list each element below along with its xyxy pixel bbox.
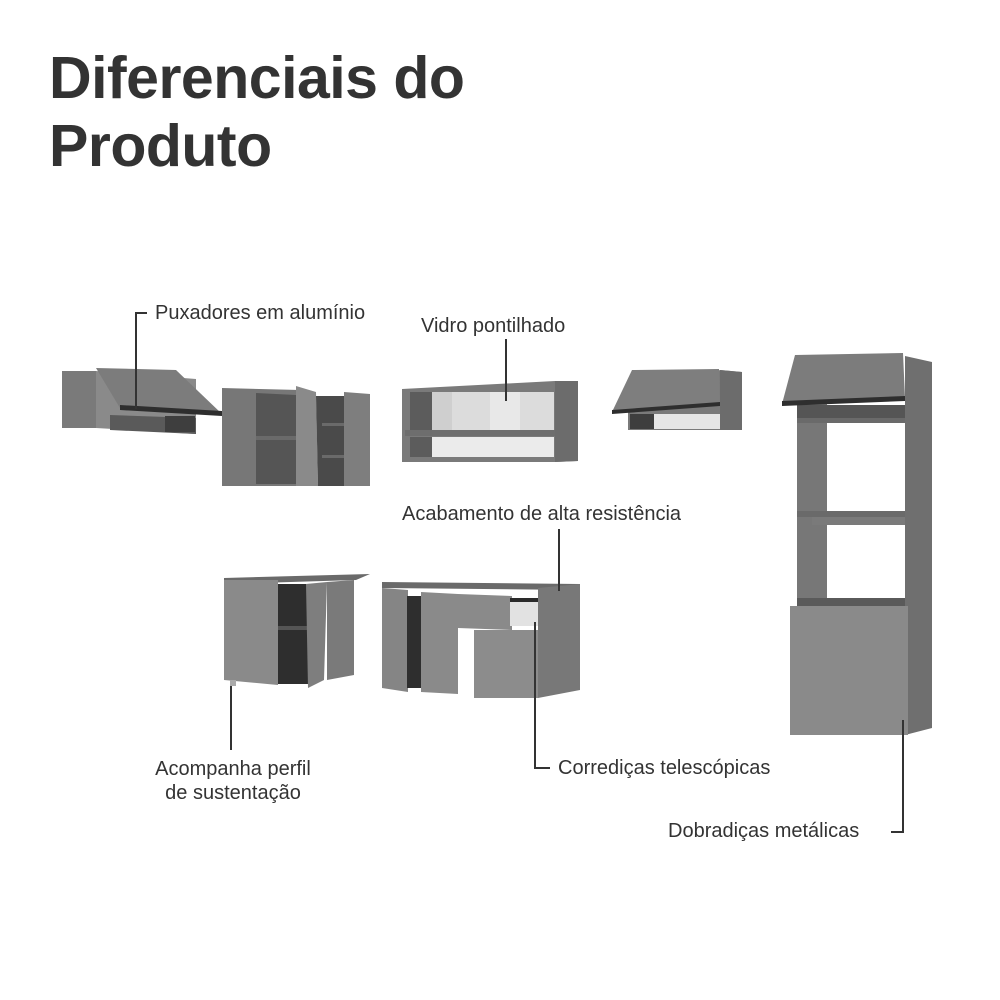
callout-profile: Acompanha perfil de sustentação [138, 757, 328, 805]
leader-handles-h [135, 312, 147, 314]
leader-profile [230, 686, 232, 750]
leader-glass [505, 339, 507, 401]
callout-finish: Acabamento de alta resistência [402, 503, 682, 525]
tall-oven-tower [782, 353, 932, 735]
wall-cabinet-flip-door-right [612, 369, 742, 430]
leader-slides-v [534, 622, 536, 769]
callout-profile-line-1: Acompanha perfil [155, 758, 311, 780]
page-title: Diferenciais do Produto [49, 44, 465, 180]
callout-handles: Puxadores em alumínio [155, 302, 366, 324]
corner-base-cabinet [224, 574, 370, 688]
leader-hinges-v [902, 720, 904, 833]
callout-hinges: Dobradiças metálicas [668, 820, 860, 842]
base-cabinet-with-drawer [382, 582, 580, 698]
leader-slides-h [534, 767, 550, 769]
title-line-2: Produto [49, 113, 272, 179]
leader-finish [558, 529, 560, 591]
wall-cabinet-open-doors [222, 386, 370, 486]
callout-profile-line-2: de sustentação [165, 782, 301, 804]
callout-glass: Vidro pontilhado [421, 315, 566, 337]
leader-hinges-h [891, 831, 904, 833]
wall-cabinet-flip-door-left [62, 368, 222, 434]
callout-slides: Corrediças telescópicas [558, 757, 771, 779]
leader-handles-v [135, 312, 137, 409]
wall-cabinet-glass [402, 381, 578, 462]
title-line-1: Diferenciais do [49, 45, 465, 111]
